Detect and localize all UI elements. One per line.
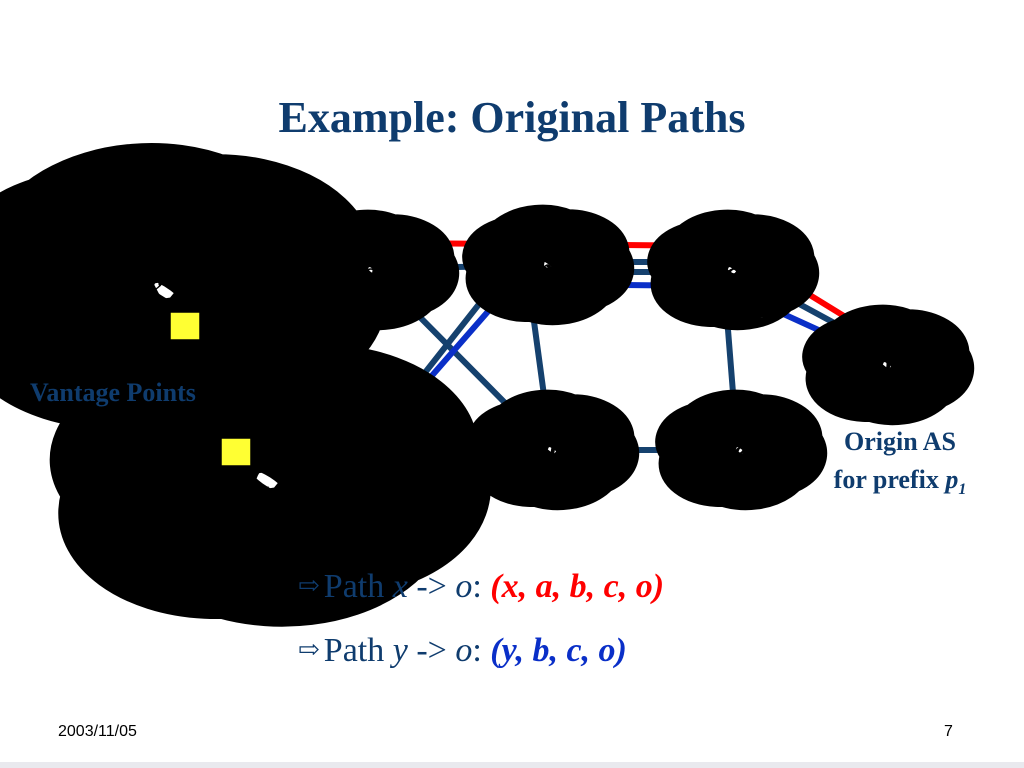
path-x-dst: o	[455, 568, 473, 605]
origin-sub: 1	[958, 481, 967, 499]
origin-as-label: Origin AS for prefix p1	[800, 423, 1000, 509]
path-y-word: Path	[323, 632, 385, 669]
path-x-sequence: (x, a, b, c, o)	[490, 568, 665, 605]
origin-prefix-text: for prefix	[833, 465, 939, 494]
origin-line-2: for prefix p1	[800, 461, 1000, 509]
hollow-right-arrow-icon: ⇨	[298, 571, 320, 600]
path-x-arrow: ->	[416, 568, 447, 605]
path-y-dst: o	[455, 632, 473, 669]
vantage-points-label: Vantage Points	[30, 378, 196, 407]
page-number: 7	[944, 723, 953, 740]
node-label-y: y	[252, 474, 269, 507]
path-y-arrow: ->	[416, 632, 447, 669]
path-x-bullet: ⇨Path x -> o: (x, a, b, c, o)	[298, 568, 664, 606]
origin-prefix-var: p1	[945, 465, 966, 498]
cloud-y	[168, 411, 373, 549]
vantage-square-y	[220, 437, 252, 467]
bottom-divider	[0, 762, 1024, 768]
origin-var: p	[945, 465, 959, 494]
hollow-right-arrow-icon: ⇨	[298, 635, 320, 664]
path-x-word: Path	[323, 568, 385, 605]
node-label-o: o	[877, 347, 892, 380]
vantage-square-x	[169, 311, 201, 341]
node-label-d: d	[541, 439, 557, 472]
path-y-bullet: ⇨Path y -> o: (y, b, c, o)	[298, 632, 627, 670]
node-label-c: c	[725, 256, 738, 289]
path-y-src: y	[392, 632, 408, 669]
node-label-b: b	[538, 252, 553, 285]
origin-line-1: Origin AS	[844, 427, 956, 456]
path-x-colon: :	[472, 568, 482, 605]
footer-date: 2003/11/05	[58, 723, 137, 740]
node-label-x: x	[147, 271, 163, 304]
path-y-sequence: (y, b, c, o)	[490, 632, 627, 669]
path-y-colon: :	[472, 632, 482, 669]
path-x-src: x	[392, 568, 408, 605]
node-label-a: a	[363, 256, 378, 289]
node-label-e: e	[733, 434, 746, 467]
slide-title: Example: Original Paths	[278, 93, 746, 142]
